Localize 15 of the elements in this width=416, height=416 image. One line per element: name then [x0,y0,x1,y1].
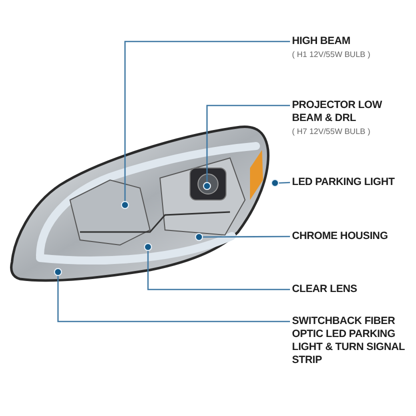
bulb-spec: ( H1 12V/55W BULB ) [292,50,372,60]
leader-line [57,276,290,322]
leader-line [206,104,290,182]
bulb-spec: ( H7 12V/55W BULB ) [292,127,372,137]
callout-dot [271,179,279,187]
leader-line [147,251,290,290]
part-label: LED PARKING LIGHT [292,176,396,189]
part-label: HIGH BEAM [292,35,352,48]
leader-line [124,40,290,201]
leader-line [203,236,290,238]
part-label: PROJECTOR LOW BEAM & DRL [292,99,383,125]
part-label: CLEAR LENS [292,283,358,296]
part-label: SWITCHBACK FIBER OPTIC LED PARKING LIGHT & TURN SIGNAL STRIP [292,315,406,367]
leader-line [278,182,290,184]
part-label: CHROME HOUSING [292,230,389,243]
